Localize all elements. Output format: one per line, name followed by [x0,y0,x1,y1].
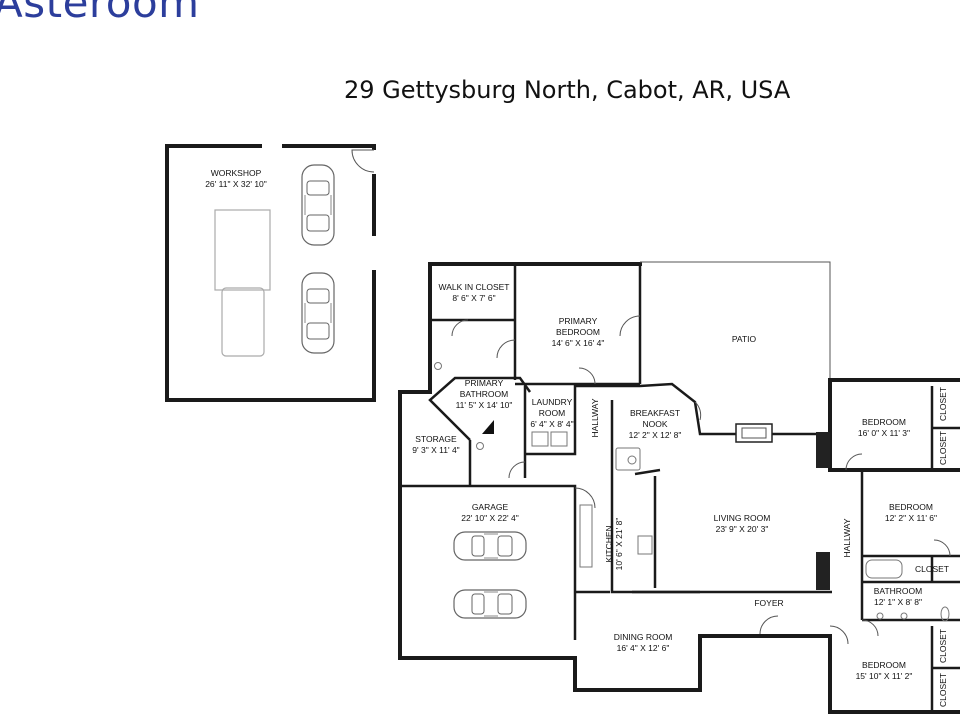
hallway-1-name: HALLWAY [590,398,600,437]
workshop-dims: 26' 11" X 32' 10" [205,179,267,189]
door-swings [434,315,951,645]
primary-bathroom-name-2: BATHROOM [460,389,508,399]
closet-label-5: CLOSET [938,673,948,707]
primary-bedroom-name-1: PRIMARY [559,316,598,326]
bedroom-3-name: BEDROOM [862,660,906,670]
bedroom-1-dims: 16' 0" X 11' 3" [858,428,910,438]
closet-label-1: CLOSET [938,387,948,421]
closet-label-2: CLOSET [938,431,948,465]
breakfast-nook-dims: 12' 2" X 12' 8" [629,430,682,440]
dining-room-dims: 16' 4" X 12' 6" [617,643,670,653]
kitchen-name: KITCHEN [604,525,614,562]
bathroom-name: BATHROOM [874,586,922,596]
house-walls [398,261,960,714]
bedroom-1-name: BEDROOM [862,417,906,427]
garage-dims: 22' 10" X 22' 4" [461,513,519,523]
primary-bedroom-name-2: BEDROOM [556,327,600,337]
bathroom-dims: 12' 1" X 8' 8" [874,597,922,607]
hallway-2-name: HALLWAY [842,518,852,557]
garage-name: GARAGE [472,502,509,512]
asteroom-logo: Asteroom [0,0,200,27]
svg-text:WORKSHOP: WORKSHOP [211,168,262,178]
laundry-dims: 6' 4" X 8' 4" [530,419,573,429]
patio-name: PATIO [732,334,757,344]
bedroom-3-dims: 15' 10" X 11' 2" [856,671,913,681]
storage-dims: 9' 3" X 11' 4" [412,445,459,455]
bedroom-2-name: BEDROOM [889,502,933,512]
bedroom-2-dims: 12' 2" X 11' 6" [885,513,937,523]
workshop-structure [165,143,377,402]
primary-bathroom-dims: 11' 5" X 14' 10" [456,400,513,410]
closet-label-4: CLOSET [938,629,948,663]
breakfast-nook-name-1: BREAKFAST [630,408,680,418]
property-address: 29 Gettysburg North, Cabot, AR, USA [344,76,791,104]
kitchen-dims: 10' 6" X 21' 8" [614,518,624,571]
primary-bedroom-dims: 14' 6" X 16' 4" [552,338,605,348]
walkin-closet-dims: 8' 6" X 7' 6" [452,293,495,303]
breakfast-nook-name-2: NOOK [642,419,667,429]
laundry-name-2: ROOM [539,408,565,418]
laundry-name-1: LAUNDRY [532,397,573,407]
living-room-name: LIVING ROOM [714,513,771,523]
room-labels: WORKSHOP 26' 11" X 32' 10" WALK IN CLOSE… [205,168,949,707]
workshop-name: WORKSHOP [211,168,262,178]
storage-name: STORAGE [415,434,457,444]
living-room-dims: 23' 9" X 20' 3" [716,524,769,534]
closet-label-3: CLOSET [915,564,949,574]
foyer-name: FOYER [754,598,783,608]
walkin-closet-name: WALK IN CLOSET [438,282,509,292]
dining-room-name: DINING ROOM [614,632,673,642]
primary-bathroom-name-1: PRIMARY [465,378,504,388]
